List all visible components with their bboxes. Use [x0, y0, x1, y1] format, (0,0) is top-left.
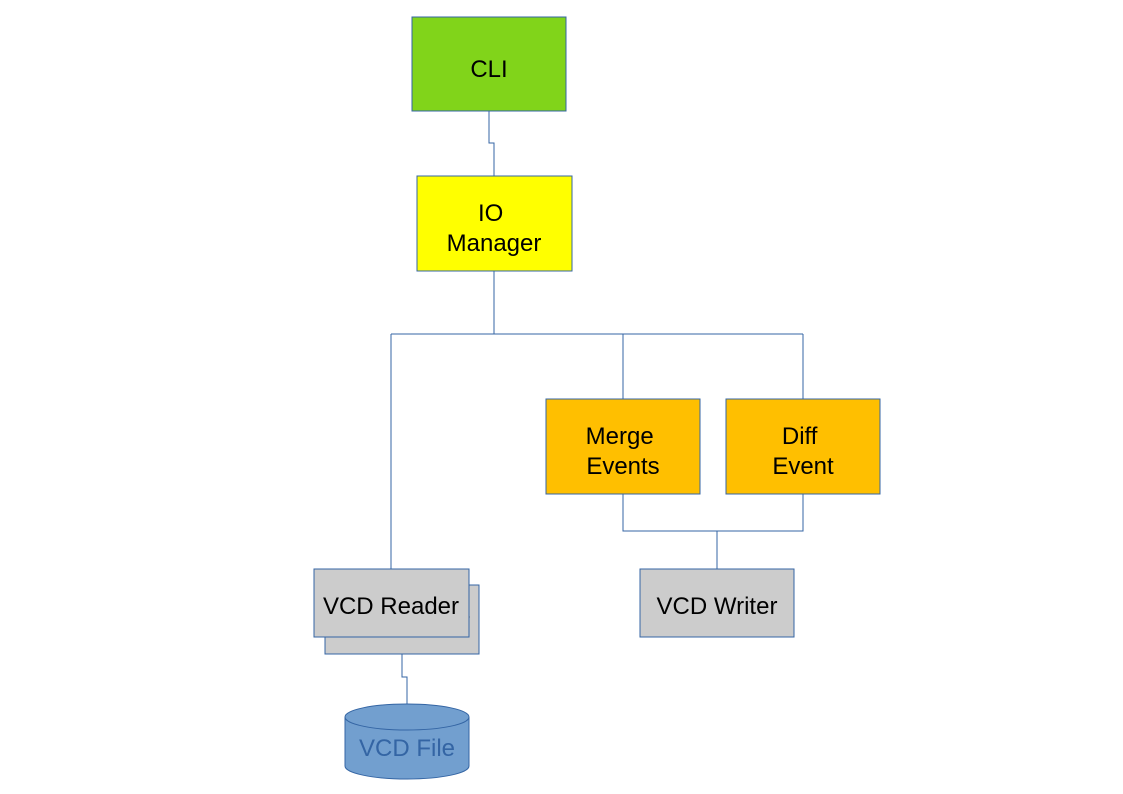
io-manager-node: IO Manager: [416, 175, 573, 272]
vcd-reader-label: VCD Reader: [323, 593, 459, 620]
connector-cli-io-manager: [488, 111, 495, 176]
vcd-file-cylinder-top: [344, 703, 470, 731]
io-manager-label: IO Manager: [447, 200, 542, 257]
vcd-file-node: VCD File: [344, 703, 470, 780]
vcd-file-cylinder: [344, 717, 470, 780]
vcd-writer-label: VCD Writer: [657, 593, 778, 620]
vcd-file-label: VCD File: [359, 735, 455, 762]
merge-events-node: Merge Events: [545, 398, 701, 495]
diff-event-label: Diff Event: [772, 423, 834, 480]
connector-reader-file: [401, 654, 408, 706]
vcd-writer-node: VCD Writer: [639, 568, 795, 638]
vcd-reader-node: VCD Reader VCD Reader: [313, 568, 480, 655]
connector-events-join: [622, 494, 804, 532]
cli-node: CLI: [411, 16, 567, 112]
merge-events-label: Merge Events: [586, 423, 661, 480]
connectors: [390, 111, 804, 706]
diff-event-node: Diff Event: [725, 398, 881, 495]
cli-label: CLI: [470, 56, 507, 83]
